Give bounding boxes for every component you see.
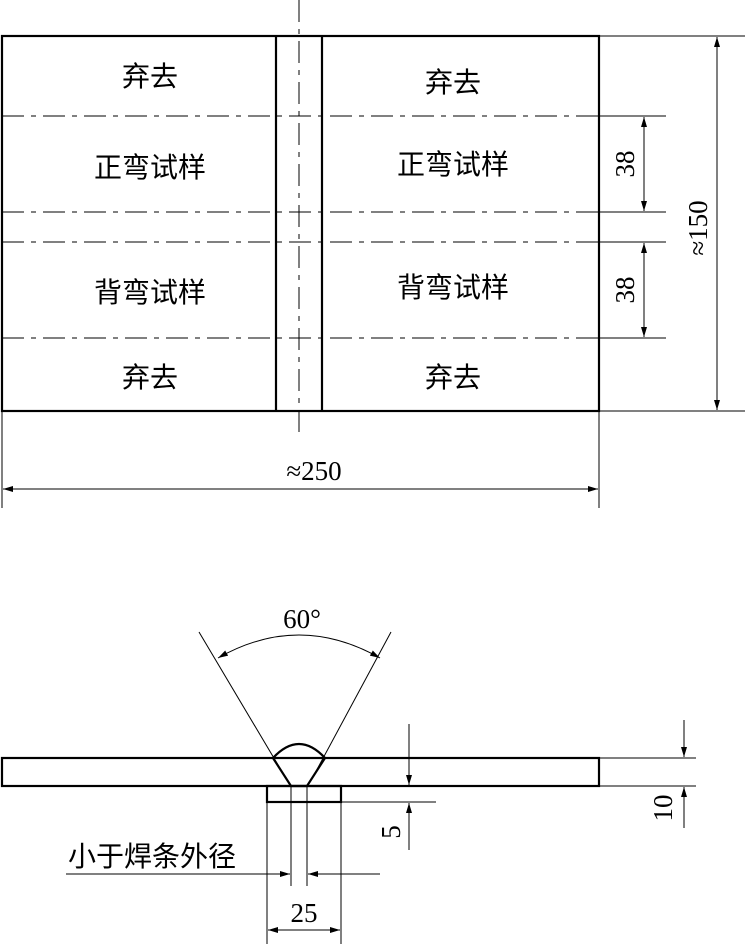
specimen-height-label-lower: 38 [610, 277, 640, 304]
backing-strip [265, 784, 343, 804]
root-gap-label: 小于焊条外径 [68, 840, 236, 873]
plate-cross-section [0, 756, 601, 788]
root-gap-dimension: 小于焊条外径 [66, 802, 380, 886]
angle-arc [217, 634, 381, 659]
height-dimensions: ≈150 38 38 [599, 35, 745, 412]
label-discard-top-left: 弃去 [122, 60, 178, 93]
thickness-dimension: 10 [599, 720, 696, 828]
plate-outline [0, 34, 601, 413]
width-dimension-label: ≈250 [286, 456, 341, 486]
height-dimension-label: ≈150 [683, 200, 713, 255]
backing-thickness-dimension: 5 [341, 724, 436, 850]
groove-angle-dimension: 60° [198, 604, 392, 776]
backing-width-label: 25 [291, 898, 318, 928]
backing-width-dimension: 25 [266, 802, 342, 944]
specimen-height-label-upper: 38 [610, 151, 640, 178]
label-back-bend-right: 背弯试样 [397, 271, 509, 304]
label-face-bend-left: 正弯试样 [94, 151, 206, 184]
angle-label: 60° [283, 604, 321, 634]
backing-thickness-label: 5 [376, 825, 406, 839]
label-discard-bottom-left: 弃去 [122, 361, 178, 394]
weld-cap [272, 743, 326, 759]
plate-top-view: 弃去 弃去 正弯试样 正弯试样 背弯试样 背弯试样 弃去 弃去 [0, 0, 601, 432]
width-dimension: ≈250 [1, 411, 600, 508]
label-back-bend-left: 背弯试样 [94, 276, 206, 309]
label-discard-bottom-right: 弃去 [425, 361, 481, 394]
thickness-label: 10 [648, 795, 678, 822]
cross-section-view [0, 743, 601, 804]
weld-groove [272, 757, 326, 788]
label-discard-top-right: 弃去 [425, 66, 481, 99]
label-face-bend-right: 正弯试样 [397, 148, 509, 181]
